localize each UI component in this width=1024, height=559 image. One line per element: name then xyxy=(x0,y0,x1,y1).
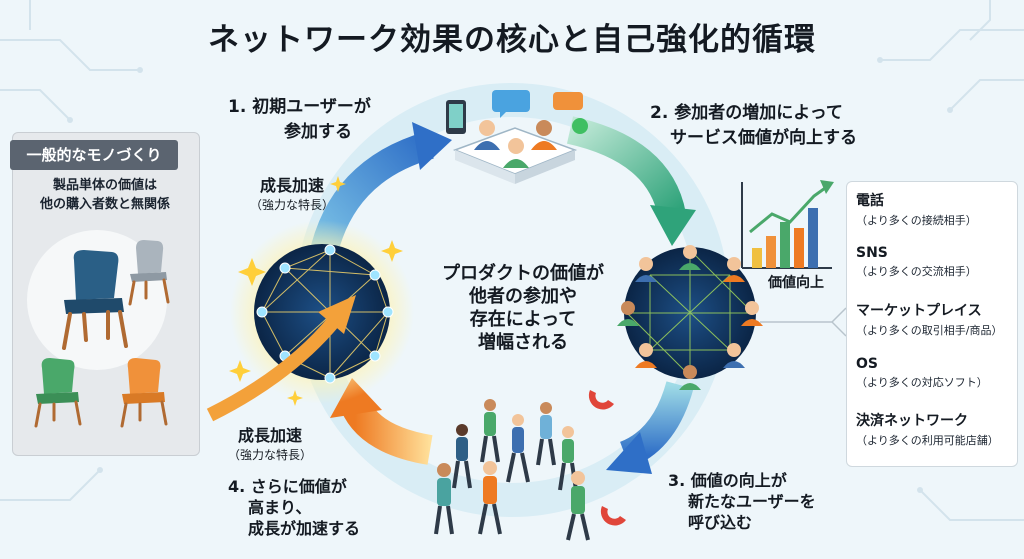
arrow-head-step1 xyxy=(412,122,452,170)
examples-panel xyxy=(846,181,1018,467)
step4-line1: 4. さらに価値が xyxy=(228,477,347,496)
example-item: 決済ネットワーク （より多くの利用可能店舗） xyxy=(856,410,1016,448)
example-title: 決済ネットワーク xyxy=(856,413,968,429)
step2-line1: 2. 参加者の増加によって xyxy=(650,103,843,123)
value-up-label: 価値向上 xyxy=(768,275,824,291)
step1-line1: 1. 初期ユーザーが xyxy=(228,97,371,117)
center-line: 増幅される xyxy=(478,332,568,353)
example-item: 電話 （より多くの接続相手） xyxy=(856,190,1016,228)
chat-bubble-icon xyxy=(492,90,530,112)
example-detail: （より多くの利用可能店舗） xyxy=(856,434,999,447)
user-icon xyxy=(503,138,529,168)
left-panel-description: 製品単体の価値は 他の購入者数と無関係 xyxy=(12,176,198,214)
center-line: 他者の参加や xyxy=(469,286,577,307)
center-message: プロダクトの価値が 他者の参加や 存在によって 増幅される xyxy=(418,262,628,354)
chair-icon-blue xyxy=(62,250,128,350)
arrow-step2 xyxy=(566,116,686,219)
step3-label: 3. 価値の向上が 新たなユーザーを 呼び込む xyxy=(668,470,816,533)
chair-icon-gray xyxy=(128,240,170,306)
step3-line2: 新たなユーザーを xyxy=(688,492,816,511)
step3-line3: 呼び込む xyxy=(688,513,753,532)
panel-connector xyxy=(760,307,847,337)
example-title: 電話 xyxy=(856,193,884,209)
initial-users-illustration xyxy=(446,90,588,184)
example-title: SNS xyxy=(856,245,888,261)
example-item: マーケットプレイス （より多くの取引相手/商品） xyxy=(856,300,1016,338)
page-title: ネットワーク効果の核心と自己強化的循環 xyxy=(208,22,816,58)
growth-bottom-note: （強力な特長） xyxy=(227,448,312,462)
step4-line2: 高まり、 xyxy=(248,498,312,517)
example-detail: （より多くの対応ソフト） xyxy=(856,376,988,389)
center-line: プロダクトの価値が xyxy=(442,263,604,284)
chat-bubble-icon xyxy=(553,92,583,110)
step4-label: 4. さらに価値が 高まり、 成長が加速する xyxy=(228,476,360,539)
example-title: OS xyxy=(856,356,878,372)
left-panel-header: 一般的なモノづくり xyxy=(10,140,178,170)
participant-icons xyxy=(617,245,763,390)
step1-label: 1. 初期ユーザーが 参加する xyxy=(228,92,371,142)
growth-arrow-head xyxy=(318,295,356,334)
network-sphere-right xyxy=(624,247,756,379)
example-detail: （より多くの交流相手） xyxy=(856,265,977,278)
step3-line1: 3. 価値の向上が xyxy=(668,471,787,490)
arrow-head-step2 xyxy=(650,205,696,246)
chair-icon-orange xyxy=(120,358,168,428)
chair-icon-green xyxy=(34,358,82,428)
message-app-icon xyxy=(572,118,588,134)
magnet-icon xyxy=(600,506,626,526)
user-icon xyxy=(531,120,557,150)
example-item: SNS （より多くの交流相手） xyxy=(856,245,1016,279)
sparkle-icons xyxy=(229,176,403,406)
growth-bottom-label: 成長加速 （強力な特長） xyxy=(210,422,330,463)
left-panel-desc-line2: 他の購入者数と無関係 xyxy=(39,197,170,212)
example-detail: （より多くの取引相手/商品） xyxy=(856,324,1003,337)
step2-label: 2. 参加者の増加によって サービス価値が向上する xyxy=(650,98,857,148)
magnet-icon xyxy=(588,390,614,410)
step4-line3: 成長が加速する xyxy=(248,519,361,538)
example-detail: （より多くの接続相手） xyxy=(856,214,977,227)
new-users-crowd xyxy=(434,390,626,541)
left-panel-desc-line1: 製品単体の価値は xyxy=(52,178,157,193)
growth-top-note: （強力な特長） xyxy=(249,198,334,212)
center-line: 存在によって xyxy=(469,309,577,330)
growth-bottom-title: 成長加速 xyxy=(237,426,302,445)
step2-line2: サービス価値が向上する xyxy=(670,128,857,148)
chairs-illustration xyxy=(27,230,170,428)
example-title: マーケットプレイス xyxy=(856,303,982,319)
growth-top-label: 成長加速 （強力な特長） xyxy=(232,172,352,213)
cycle-diagram xyxy=(206,83,834,541)
value-up-chart xyxy=(741,180,834,269)
user-icon xyxy=(474,120,500,150)
growth-top-title: 成長加速 xyxy=(259,176,324,195)
growth-arrow xyxy=(206,315,341,422)
example-item: OS （より多くの対応ソフト） xyxy=(856,356,1016,390)
step1-line2: 参加する xyxy=(284,122,352,142)
arrow-head-step3 xyxy=(606,432,652,474)
arrow-head-step4 xyxy=(330,378,382,418)
